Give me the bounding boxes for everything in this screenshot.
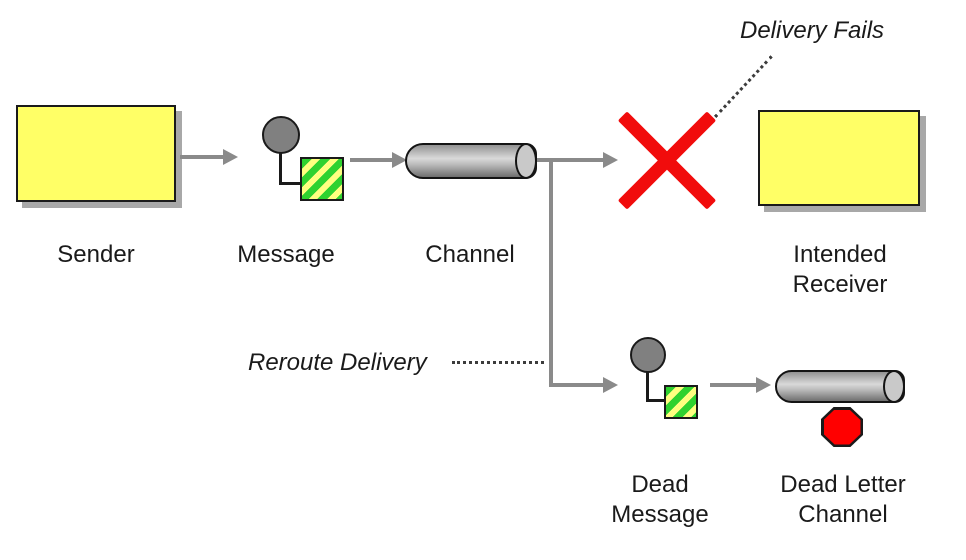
message-envelope-icon xyxy=(300,157,344,201)
channel-pipe-cap xyxy=(515,143,537,179)
arrowhead-dead-message-to-dlc-icon xyxy=(756,377,771,393)
dead-message-envelope-icon xyxy=(664,385,698,419)
arrow-branch-to-dead-message xyxy=(549,383,604,387)
message-label: Message xyxy=(237,241,335,268)
dead-message-circle-icon xyxy=(630,337,666,373)
delivery-fails-annotation: Delivery Fails xyxy=(740,17,885,44)
intended-receiver-box xyxy=(758,110,920,206)
arrow-channel-to-x xyxy=(537,158,604,162)
dead-letter-channel-label: Dead Letter Channel xyxy=(780,471,906,528)
arrowhead-branch-to-dead-message-icon xyxy=(603,377,618,393)
arrow-dead-message-to-dlc xyxy=(710,383,757,387)
arrow-message-to-channel xyxy=(350,158,393,162)
sender-box xyxy=(16,105,176,202)
dead-letter-channel-pipe xyxy=(775,370,905,403)
reroute-branch-line xyxy=(549,158,553,387)
dead-message-connector xyxy=(646,399,666,402)
message-connector xyxy=(279,182,302,185)
channel-label: Channel xyxy=(425,241,515,268)
dead-message-connector xyxy=(646,371,649,402)
arrowhead-message-to-channel-icon xyxy=(392,152,407,168)
dead-message-label: Dead Message xyxy=(611,471,709,528)
sender-label: Sender xyxy=(57,241,135,268)
message-connector xyxy=(279,152,282,185)
arrowhead-sender-to-message-icon xyxy=(223,149,238,165)
stop-octagon-icon xyxy=(821,407,863,447)
message-circle-icon xyxy=(262,116,300,154)
arrow-sender-to-message xyxy=(180,155,224,159)
reroute-delivery-leader-line xyxy=(452,361,544,364)
channel-pipe xyxy=(405,143,537,179)
delivery-fails-leader-line xyxy=(714,55,773,119)
reroute-delivery-annotation: Reroute Delivery xyxy=(248,349,427,376)
dead-letter-channel-pipe-cap xyxy=(883,370,905,403)
intended-receiver-label: Intended Receiver xyxy=(792,241,888,298)
arrowhead-channel-to-x-icon xyxy=(603,152,618,168)
